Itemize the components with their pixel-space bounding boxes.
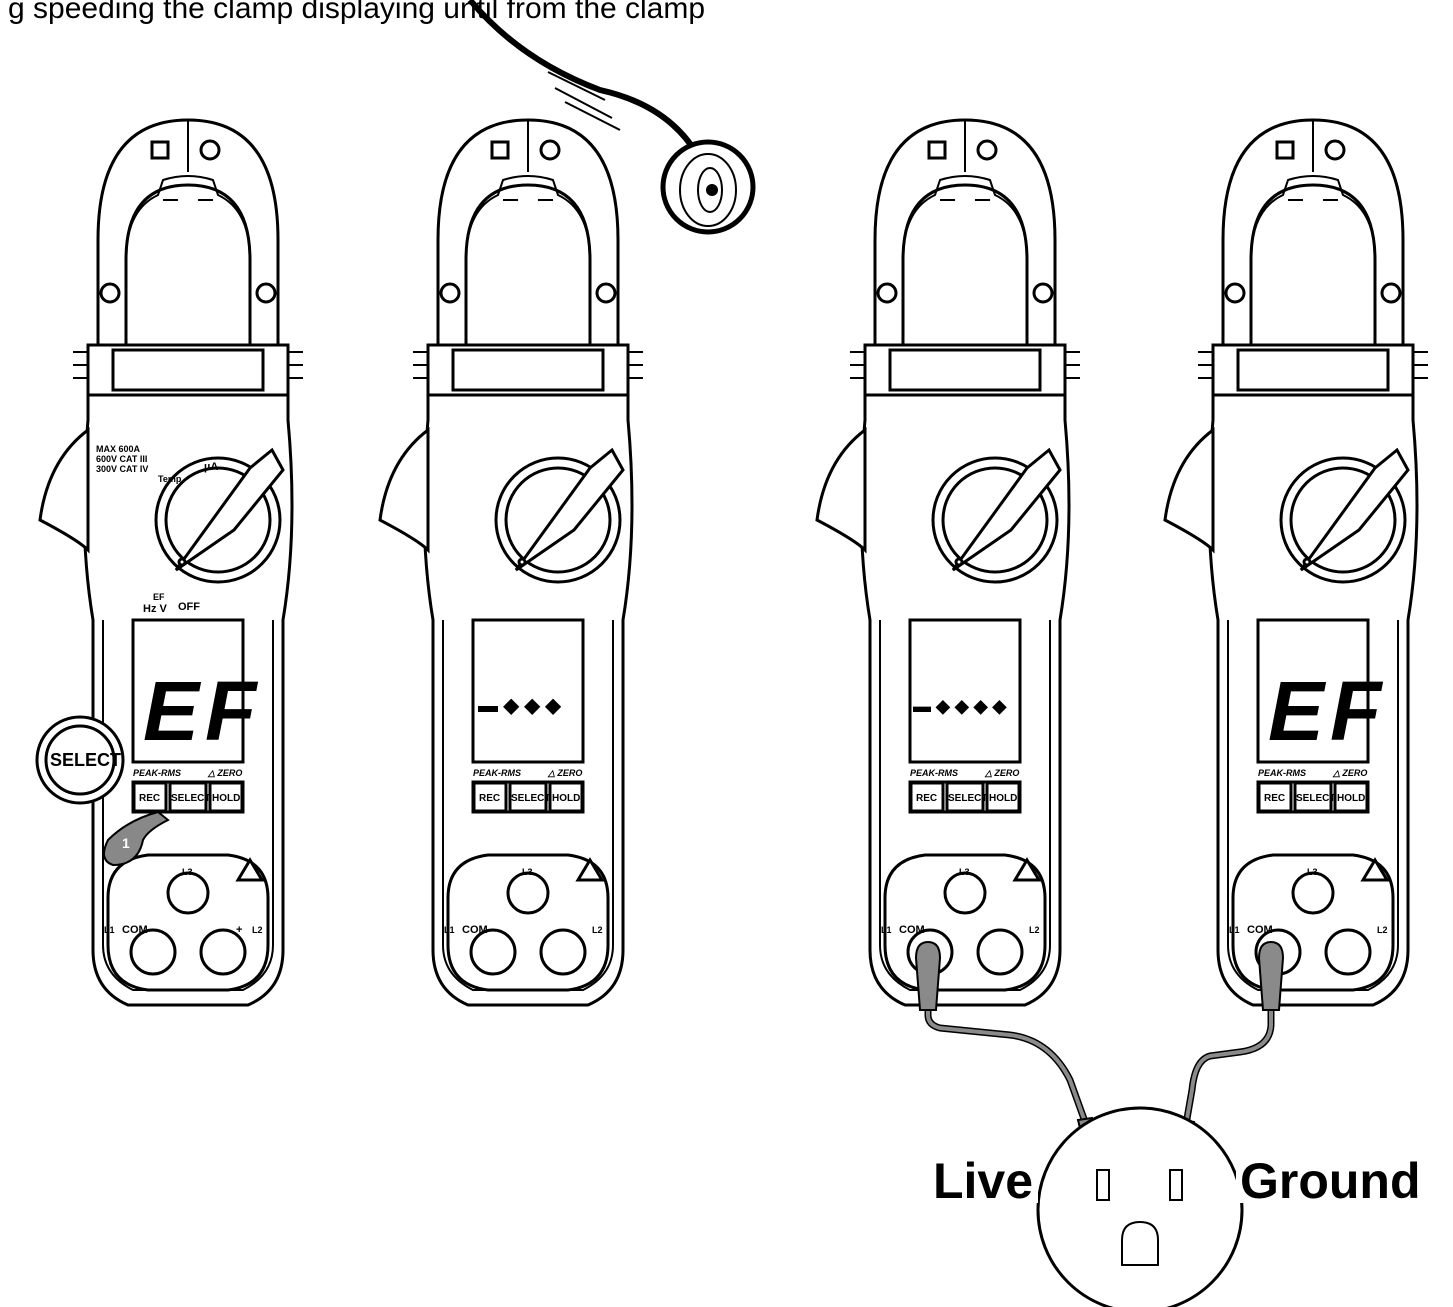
label-peak: PEAK-RMS [473,768,521,778]
label-l3: L3 [182,867,193,877]
live-label: Live [933,1153,1033,1209]
rec-button[interactable]: REC [479,793,500,804]
label-off: OFF [178,601,200,613]
label-l1: L1 [881,925,892,935]
finger-icon [103,810,170,867]
ground-hole [1121,1220,1159,1266]
label-zero: △ ZERO [547,768,582,778]
label-l3: L3 [1307,867,1318,877]
label-zero: △ ZERO [984,768,1019,778]
select-button[interactable]: SELECT [171,793,210,804]
select-button[interactable]: SELECT [1296,793,1335,804]
lcd-reading: EF [143,664,262,758]
label-com: COM [1247,924,1273,936]
label-l3: L3 [959,867,970,877]
lcd-reading: EF [1268,664,1387,758]
meter-2: ▬ ◆ ◆ ◆ PEAK-RMS △ ZERO REC SELECT HOLD … [378,118,645,1007]
rec-button[interactable]: REC [139,793,160,804]
ground-label: Ground [1240,1153,1421,1209]
label-ua: µA [204,461,218,473]
label-com: COM [122,924,148,936]
label-l2: L2 [1029,925,1040,935]
label-zero: △ ZERO [207,768,242,778]
live-slot [1096,1169,1110,1201]
label-temp: Temp [158,474,182,484]
label-cat4: 300V CAT IV [96,464,148,474]
label-zero: △ ZERO [1332,768,1367,778]
select-button[interactable]: SELECT [511,793,550,804]
label-com: COM [899,924,925,936]
rec-button[interactable]: REC [916,793,937,804]
meter-3: ▬ ◆ ◆ ◆ ◆ PEAK-RMS △ ZERO REC SELECT HOL… [815,118,1082,1007]
hold-button[interactable]: HOLD [552,793,580,804]
label-l1: L1 [1229,925,1240,935]
label-com: COM [462,924,488,936]
label-l3: L3 [522,867,533,877]
hold-button[interactable]: HOLD [989,793,1017,804]
rec-button[interactable]: REC [1264,793,1285,804]
meter-1: EF MAX 600A 600V CAT III 300V CAT IV Tem… [35,118,305,1007]
lcd-reading: ▬ ◆ ◆ ◆ ◆ [913,696,1008,716]
label-l2: L2 [592,925,603,935]
label-peak: PEAK-RMS [133,768,181,778]
label-cat3: 600V CAT III [96,454,147,464]
label-l2: L2 [252,925,263,935]
label-ef: EF [153,592,165,602]
neutral-slot [1169,1169,1183,1201]
label-l1: L1 [104,925,115,935]
step-number: 1 [122,835,130,851]
hold-button[interactable]: HOLD [1337,793,1365,804]
hold-button[interactable]: HOLD [212,793,240,804]
top-caption: g speeding the clamp displaying until fr… [8,0,705,25]
label-plus: + [236,924,242,936]
label-hzv: Hz V [143,603,168,615]
label-l1: L1 [444,925,455,935]
lcd-reading: ▬ ◆ ◆ ◆ [478,695,561,717]
label-peak: PEAK-RMS [910,768,958,778]
meter-4: EF PEAK-RMS △ ZERO REC SELECT HOLD L3 CO… [1163,118,1430,1007]
label-peak: PEAK-RMS [1258,768,1306,778]
motion-lines [547,71,621,131]
wall-outlet [1036,1106,1244,1307]
label-l2: L2 [1377,925,1388,935]
select-button[interactable]: SELECT [948,793,987,804]
label-max: MAX 600A [96,444,141,454]
callout-label: SELECT [50,750,121,770]
